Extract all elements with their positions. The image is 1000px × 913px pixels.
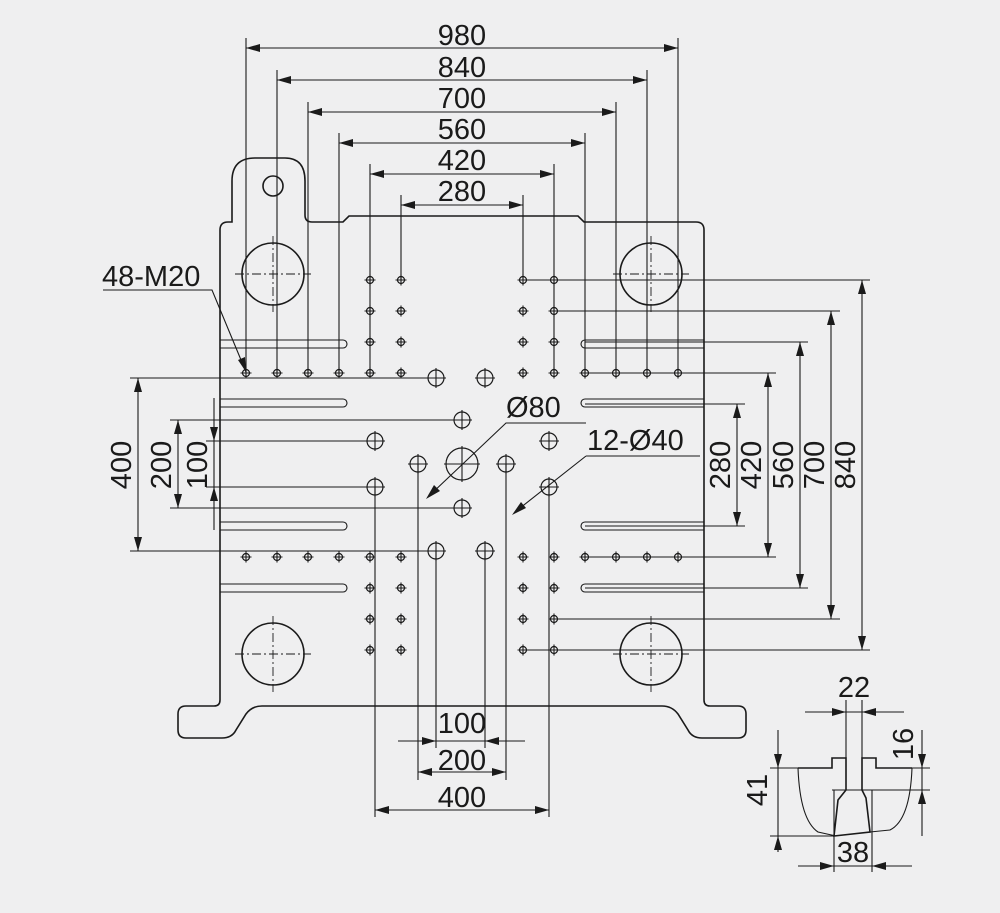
tapped-hole-crosshair (517, 582, 529, 594)
dim-v-840: 840 (830, 441, 862, 489)
tapped-hole-crosshair (395, 336, 407, 348)
tapped-hole-crosshair (517, 305, 529, 317)
tapped-hole-crosshair (395, 305, 407, 317)
dim-tslot-38: 38 (837, 837, 869, 869)
top-dimension-labels: 980 840 700 560 420 280 (438, 20, 486, 208)
left-dimension-labels: 400 200 100 (106, 441, 214, 489)
tapped-hole-crosshair (364, 644, 376, 656)
tapped-hole-crosshair (271, 551, 283, 563)
tapped-hole-crosshair (548, 551, 560, 563)
tapped-hole-crosshair (395, 367, 407, 379)
callout-leaders (103, 289, 700, 513)
dim-tslot-41: 41 (742, 774, 774, 806)
tapped-hole-crosshair (517, 613, 529, 625)
tapped-hole-crosshair (517, 367, 529, 379)
dim-b-400: 400 (438, 782, 486, 814)
dim-420: 420 (438, 145, 486, 177)
dim-980: 980 (438, 20, 486, 52)
dim-tslot-16: 16 (888, 728, 920, 760)
bottom-dimension-labels: 100 200 400 (438, 708, 486, 814)
ejector-hole-crosshair (475, 368, 495, 388)
platen-outline (177, 157, 747, 739)
right-dimension-lines (523, 279, 870, 651)
dim-v-700: 700 (799, 441, 831, 489)
tapped-hole-crosshair (548, 582, 560, 594)
top-dimension-arrows (246, 44, 678, 209)
tapped-hole-crosshair (302, 551, 314, 563)
callout-arrows (238, 357, 526, 515)
right-dimension-labels: 280 420 560 700 840 (705, 441, 862, 489)
dim-560: 560 (438, 114, 486, 146)
tapped-hole-crosshair (333, 551, 345, 563)
tapped-hole-crosshair (517, 551, 529, 563)
left-dimension-lines (130, 377, 462, 552)
tapped-hole-crosshair (364, 613, 376, 625)
dim-b-100: 100 (438, 708, 486, 740)
tie-bar-holes (235, 236, 689, 692)
dim-v-420: 420 (736, 441, 768, 489)
tapped-hole-crosshair (395, 551, 407, 563)
dim-tslot-22: 22 (838, 672, 870, 704)
dim-280: 280 (438, 176, 486, 208)
dim-v-280: 280 (705, 441, 737, 489)
tapped-hole-crosshair (364, 582, 376, 594)
top-dimension-lines (245, 38, 679, 372)
label-12-dia40: 12-Ø40 (587, 425, 684, 457)
lifting-eye (262, 175, 284, 197)
label-center-hole-dia: Ø80 (506, 392, 561, 424)
dim-v-560: 560 (768, 441, 800, 489)
tapped-hole-crosshair (517, 336, 529, 348)
tapped-hole-crosshair (240, 551, 252, 563)
tapped-hole-crosshair (395, 582, 407, 594)
dim-v-200: 200 (146, 441, 178, 489)
label-48-m20: 48-M20 (102, 261, 200, 293)
dim-b-200: 200 (438, 745, 486, 777)
t-slot-section: 22 16 41 38 (742, 672, 930, 872)
tapped-hole-crosshair (395, 644, 407, 656)
dim-v-400: 400 (106, 441, 138, 489)
bottom-dimension-lines (374, 464, 550, 817)
tapped-holes-group (240, 274, 684, 656)
dim-840: 840 (438, 52, 486, 84)
dim-v-100: 100 (182, 441, 214, 489)
right-dimension-arrows (733, 280, 866, 650)
ejector-hole-crosshair (539, 431, 559, 451)
tapped-hole-crosshair (395, 613, 407, 625)
dim-700: 700 (438, 83, 486, 115)
tapped-hole-crosshair (364, 551, 376, 563)
